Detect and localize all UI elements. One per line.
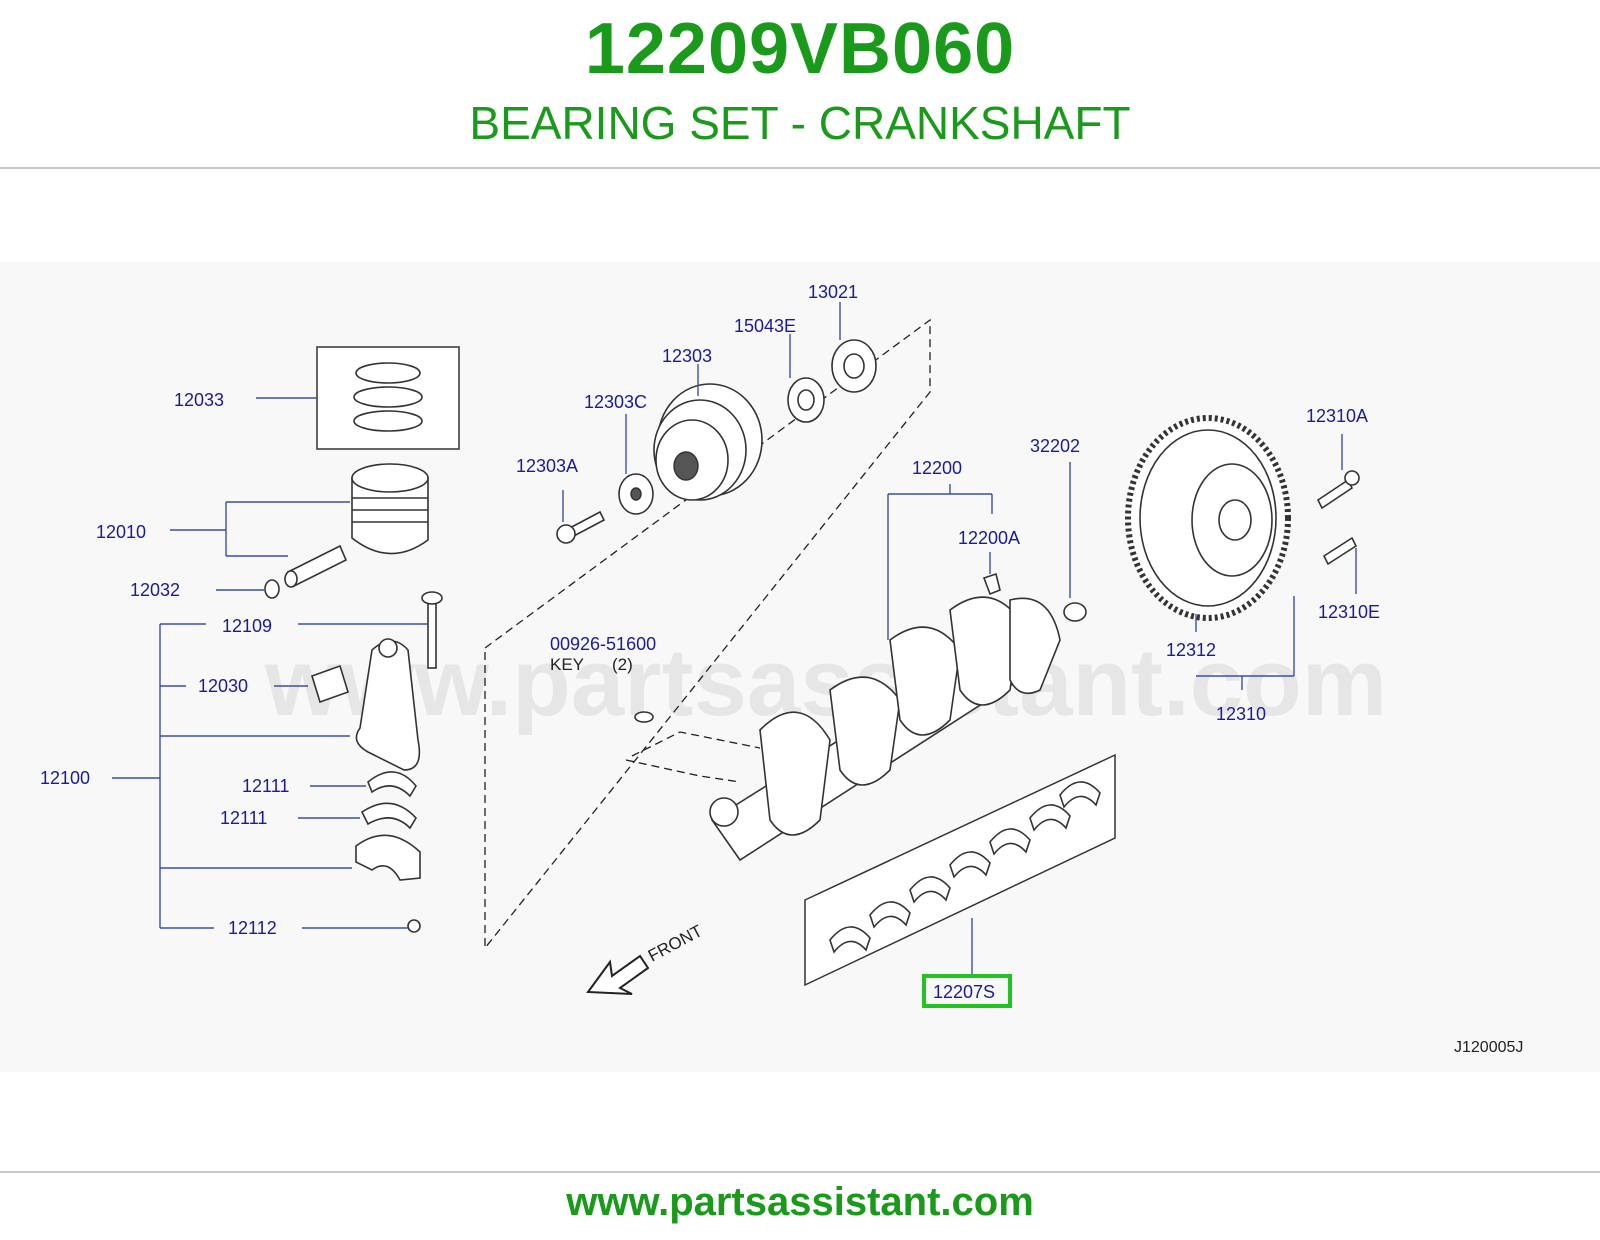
label-12100[interactable]: 12100 [40, 768, 90, 788]
label-12303A[interactable]: 12303A [516, 456, 578, 476]
rod-bearing-upper-icon [367, 771, 417, 798]
label-12310[interactable]: 12310 [1216, 704, 1266, 724]
crank-pulley-icon [653, 383, 763, 501]
pulley-washer-icon [618, 473, 654, 515]
footer-url-link[interactable]: www.partsassistant.com [566, 1180, 1034, 1224]
label-12111-lower[interactable]: 12111 [220, 808, 267, 828]
label-12200[interactable]: 12200 [912, 458, 962, 478]
connecting-rod-icon [355, 638, 421, 771]
rod-bearing-lower-icon [360, 802, 417, 830]
footer-divider [0, 1171, 1600, 1173]
flywheel-icon [1125, 415, 1291, 621]
rod-cap-icon [355, 834, 421, 881]
key-part-number[interactable]: 00926-51600 [550, 634, 656, 654]
label-15043E[interactable]: 15043E [734, 316, 796, 336]
dowel-pin-icon [1322, 536, 1358, 566]
label-12109[interactable]: 12109 [222, 616, 272, 636]
pilot-bushing-icon [1063, 602, 1087, 622]
page-header: 12209VB060 BEARING SET - CRANKSHAFT [0, 0, 1600, 170]
piston-pin-icon [284, 544, 348, 588]
part-description: BEARING SET - CRANKSHAFT [469, 97, 1131, 149]
label-12111-upper[interactable]: 12111 [242, 776, 289, 796]
assembly-dashed-outline [484, 318, 931, 950]
key-name: KEY [550, 655, 584, 674]
key-quantity: (2) [612, 655, 633, 674]
label-12207S-highlighted[interactable]: 12207S [933, 982, 995, 1002]
label-12032[interactable]: 12032 [130, 580, 180, 600]
front-arrow-icon [586, 954, 650, 995]
key-dashed-leader [625, 731, 761, 783]
label-12312[interactable]: 12312 [1166, 640, 1216, 660]
rod-bolt-icon [421, 591, 443, 669]
watermark-text: www.partsassistant.com [264, 629, 1387, 736]
highlight-box [922, 974, 1012, 1008]
label-12303[interactable]: 12303 [662, 346, 712, 366]
label-32202[interactable]: 32202 [1030, 436, 1080, 456]
label-12033[interactable]: 12033 [174, 390, 224, 410]
pulley-bolt-icon [556, 510, 606, 544]
piston-icon [351, 463, 429, 555]
label-12200A[interactable]: 12200A [958, 528, 1020, 548]
piston-rings-icon [353, 362, 423, 432]
label-13021[interactable]: 13021 [808, 282, 858, 302]
woodruff-key-icon [634, 711, 654, 723]
label-12112[interactable]: 12112 [228, 918, 277, 938]
front-label: FRONT [645, 921, 706, 965]
rod-nut-icon [407, 919, 421, 933]
label-12030[interactable]: 12030 [198, 676, 248, 696]
crankshaft-icon [709, 596, 1061, 862]
crank-plug-icon [982, 572, 1001, 596]
label-12310A[interactable]: 12310A [1306, 406, 1368, 426]
leader-lines [112, 302, 1357, 976]
label-12310E[interactable]: 12310E [1318, 602, 1380, 622]
label-12010[interactable]: 12010 [96, 522, 146, 542]
diagram-code: J120005J [1454, 1039, 1523, 1056]
timing-sprocket-icon [831, 339, 877, 393]
header-divider [0, 167, 1600, 169]
crank-sprocket-icon [787, 377, 825, 423]
label-12303C[interactable]: 12303C [584, 392, 647, 412]
flywheel-bolt-icon [1316, 470, 1360, 510]
main-bearings-icon [829, 781, 1101, 954]
rod-bushing-icon [311, 664, 349, 704]
part-number-title: 12209VB060 [584, 9, 1016, 89]
snap-ring-icon [264, 579, 280, 599]
